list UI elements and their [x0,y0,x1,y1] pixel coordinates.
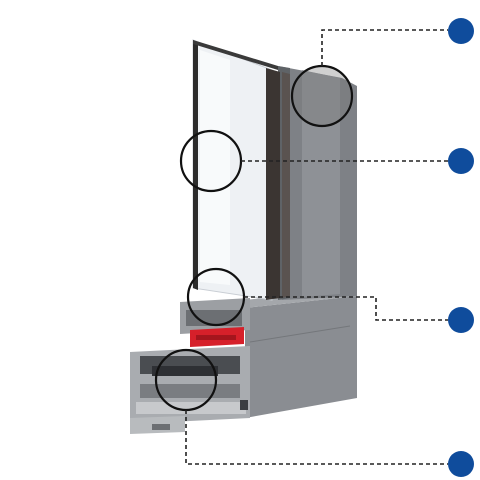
leader-line-1 [321,29,448,66]
frame-chamber-base [136,402,246,414]
frame-groove-line [249,325,351,343]
sash-side-highlight [302,70,340,297]
glazing-bead-highlight [282,72,290,298]
callout-marker-1[interactable] [448,18,474,44]
glass-edge-dark [193,40,198,290]
frame-front-face [245,296,357,418]
frame-thermal-break [152,366,218,376]
callout-circle-glass-corner [290,64,354,128]
leader-line-3 [244,296,448,321]
callout-marker-3[interactable] [448,307,474,333]
frame-drain-slot [240,400,248,410]
leader-line-4 [185,410,448,465]
callout-marker-4[interactable] [448,451,474,477]
glazing-bead [266,68,280,300]
sash-gasket-shadow [196,335,236,340]
glass-reflection [200,50,230,285]
frame-chamber-lower [140,384,240,398]
callout-marker-2[interactable] [448,148,474,174]
frame-foot-slot [152,424,170,430]
glass-top-edge [193,40,278,70]
